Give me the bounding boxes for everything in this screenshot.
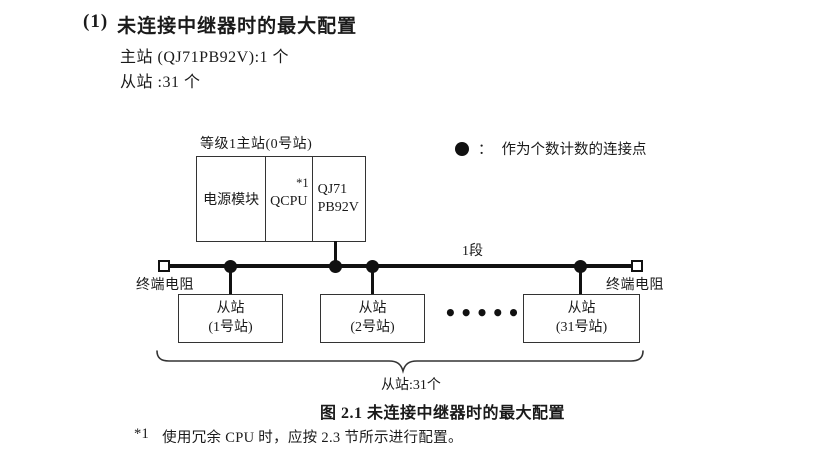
slave2-drop-line	[371, 268, 374, 295]
slave-station-box-31: 从站 (31号站)	[523, 294, 640, 343]
slave2-label-line1: 从站	[358, 300, 387, 316]
connection-point-dot-icon	[574, 260, 587, 273]
brace-label: 从站:31个	[381, 378, 441, 393]
brace-icon	[156, 350, 644, 374]
bus-line	[170, 264, 634, 268]
ellipsis-dots-icon: ••••••	[444, 301, 539, 325]
power-module-cell: 电源模块	[197, 157, 265, 241]
cpu-cell: *1 QCPU	[265, 157, 313, 241]
cpu-footnote-ref: *1	[296, 176, 309, 190]
legend-colon: ：	[478, 142, 493, 158]
figure-caption: 图 2.1 未连接中继器时的最大配置	[320, 405, 566, 422]
connection-point-dot-icon	[455, 141, 469, 156]
master-station-label: 等级1主站(0号站)	[200, 137, 313, 152]
pb92v-label-line1: QJ71	[317, 181, 348, 197]
slave1-drop-line	[229, 268, 232, 295]
slave1-label-line1: 从站	[216, 300, 245, 316]
footnote-text: 使用冗余 CPU 时，应按 2.3 节所示进行配置。	[162, 430, 463, 446]
cpu-label: QCPU	[270, 194, 308, 209]
slave-station-box-2: 从站 (2号站)	[320, 294, 425, 343]
connection-point-dot-icon	[329, 260, 342, 273]
master-drop-line	[334, 241, 337, 265]
footnote: *1 使用冗余 CPU 时，应按 2.3 节所示进行配置。	[134, 426, 463, 447]
connection-point-dot-icon	[224, 260, 237, 273]
terminator-left-icon	[158, 260, 170, 272]
power-module-label: 电源模块	[203, 193, 260, 208]
pb92v-label-line2: PB92V	[317, 200, 359, 215]
slave1-label-line2: (1号站)	[208, 319, 253, 335]
section-title: 未连接中继器时的最大配置	[117, 16, 358, 37]
legend: ： 作为个数计数的连接点	[455, 138, 647, 159]
master-count-line: 主站 (QJ71PB92V):1 个	[120, 49, 290, 66]
slave2-label-line2: (2号站)	[350, 319, 395, 335]
section-heading: (1) 未连接中继器时的最大配置	[83, 11, 357, 38]
terminator-left-label: 终端电阻	[136, 278, 194, 293]
footnote-marker: *1	[134, 426, 150, 442]
slave-count-line: 从站 :31 个	[120, 74, 201, 91]
section-number: (1)	[83, 11, 109, 32]
connection-point-dot-icon	[366, 260, 379, 273]
legend-text: 作为个数计数的连接点	[501, 142, 647, 158]
pb92v-cell: QJ71 PB92V	[313, 157, 365, 241]
slave31-drop-line	[579, 268, 582, 295]
slave31-label-line2: (31号站)	[555, 319, 608, 335]
master-station-box: 电源模块 *1 QCPU QJ71 PB92V	[196, 156, 366, 242]
segment-label: 1段	[462, 244, 483, 259]
terminator-right-label: 终端电阻	[606, 278, 664, 293]
slave31-label-line1: 从站	[567, 300, 596, 316]
terminator-right-icon	[631, 260, 643, 272]
slave-station-box-1: 从站 (1号站)	[178, 294, 283, 343]
